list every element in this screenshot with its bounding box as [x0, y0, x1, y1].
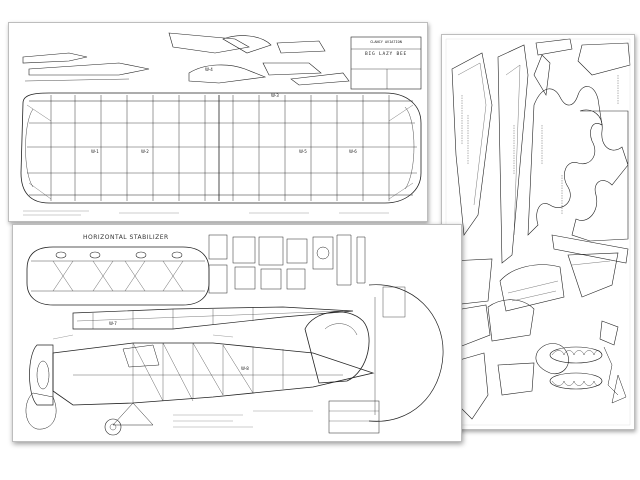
parts-sheet: [441, 34, 635, 430]
part-label-w3: W-3: [271, 93, 279, 98]
title-block-line1: CLANCY AVIATION: [370, 40, 402, 44]
title-block-line2: BIG LAZY BEE: [364, 52, 408, 57]
part-label-w2: W-2: [141, 149, 149, 154]
wing-drawing: [20, 32, 422, 216]
part-label-w8: W-8: [241, 366, 249, 371]
fuselage-drawing: [25, 234, 444, 436]
part-label-w5: W-5: [299, 149, 307, 154]
wing-part-labels: W-4 W-3 W-1 W-2 W-5 W-6: [91, 67, 357, 154]
parts-drawing: [445, 38, 631, 426]
wing-sheet: CLANCY AVIATION BIG LAZY BEE W-4 W-3 W-1…: [8, 22, 428, 222]
horizontal-stabilizer-label: HORIZONTAL STABILIZER: [83, 234, 169, 241]
fuselage-part-labels: W-7 W-8: [109, 321, 249, 371]
part-label-w4: W-4: [205, 67, 213, 72]
fuselage-sheet: HORIZONTAL STABILIZER: [12, 224, 462, 442]
part-label-w7: W-7: [109, 321, 117, 326]
part-label-w6: W-6: [349, 149, 357, 154]
part-label-w1: W-1: [91, 149, 99, 154]
